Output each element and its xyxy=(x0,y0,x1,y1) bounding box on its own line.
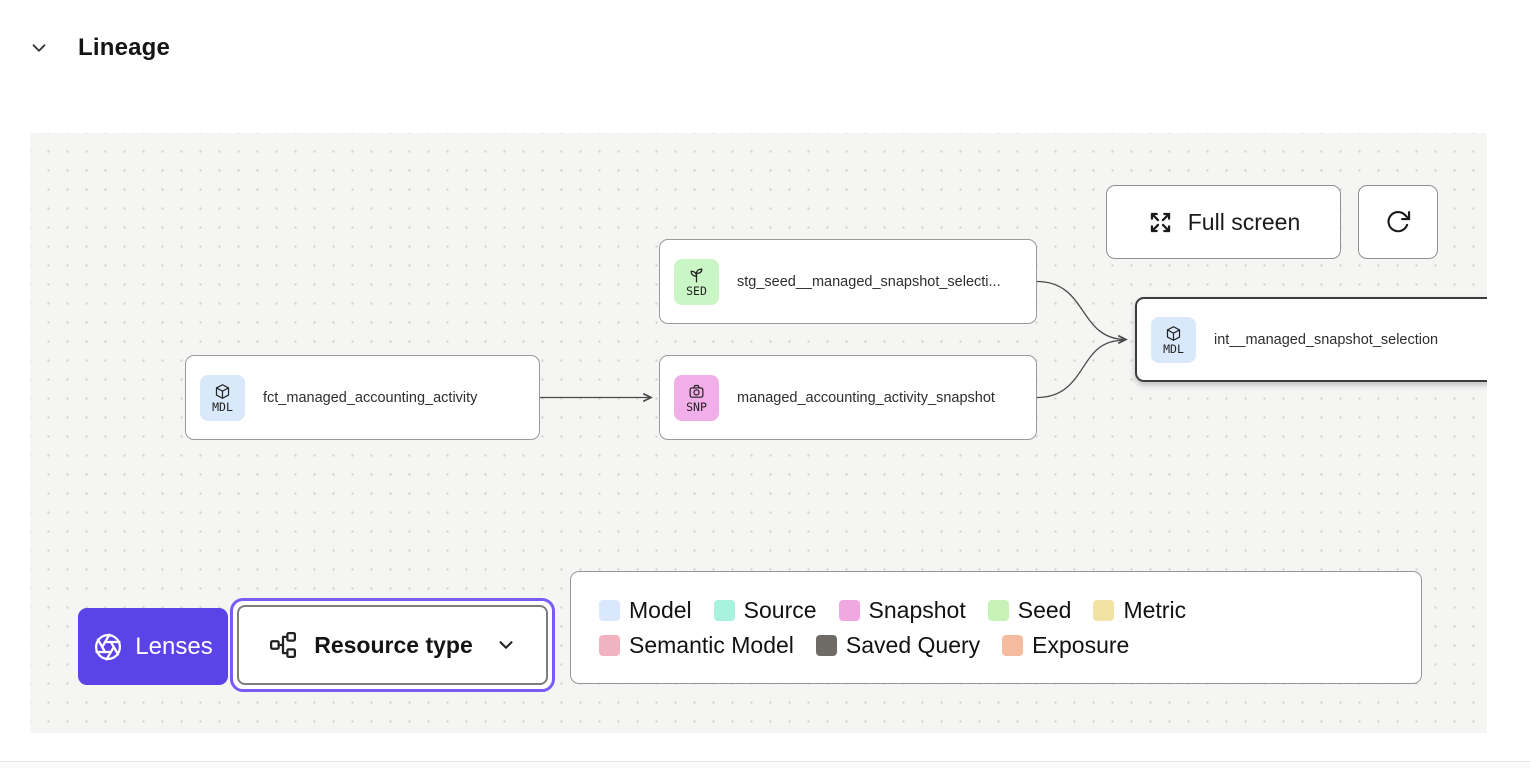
node-label: fct_managed_accounting_activity xyxy=(263,389,478,406)
lineage-canvas[interactable]: Full screen SED stg_seed__managed_snapsh… xyxy=(30,133,1487,733)
legend-swatch xyxy=(1002,634,1024,656)
model-badge: MDL xyxy=(200,374,245,421)
legend-item-source: Source xyxy=(713,596,817,624)
collapse-chevron-icon[interactable] xyxy=(28,37,50,59)
legend-label: Semantic Model xyxy=(629,631,794,658)
seed-icon xyxy=(690,267,703,283)
legend-item-seed: Seed xyxy=(987,596,1072,624)
legend-label: Model xyxy=(629,596,692,623)
model-badge: MDL xyxy=(1151,316,1196,363)
node-fct-managed-accounting-activity[interactable]: MDL fct_managed_accounting_activity xyxy=(185,355,540,440)
page-title: Lineage xyxy=(78,34,171,61)
legend-swatch xyxy=(1093,599,1115,621)
legend-item-semantic-model: Semantic Model xyxy=(599,632,794,659)
badge-label: SED xyxy=(686,283,707,298)
node-stg-seed-managed-snapshot-selection[interactable]: SED stg_seed__managed_snapshot_selecti..… xyxy=(659,239,1037,324)
lenses-label: Lenses xyxy=(135,632,213,660)
refresh-icon xyxy=(1387,211,1411,233)
legend-row-1: Model Source Snapshot Seed Metric xyxy=(599,597,1393,624)
resource-type-icon xyxy=(270,632,297,658)
lenses-button[interactable]: Lenses xyxy=(78,608,228,685)
legend-row-2: Semantic Model Saved Query Exposure xyxy=(599,632,1393,659)
legend-swatch xyxy=(599,599,620,621)
legend-item-saved-query: Saved Query xyxy=(815,631,981,659)
node-managed-accounting-activity-snapshot[interactable]: SNP managed_accounting_activity_snapshot xyxy=(659,355,1037,440)
legend-swatch xyxy=(838,599,860,621)
legend-swatch xyxy=(599,634,620,656)
badge-label: SNP xyxy=(686,399,707,414)
snapshot-camera-icon xyxy=(689,384,704,398)
model-cube-icon xyxy=(1166,325,1181,341)
legend-label: Snapshot xyxy=(868,596,966,623)
legend-label: Metric xyxy=(1123,596,1187,623)
snapshot-badge: SNP xyxy=(674,374,719,421)
seed-badge: SED xyxy=(674,258,719,305)
node-label: stg_seed__managed_snapshot_selecti... xyxy=(737,273,1001,290)
fullscreen-label: Full screen xyxy=(1187,208,1301,235)
legend-item-metric: Metric xyxy=(1093,597,1186,624)
legend-swatch xyxy=(815,634,837,656)
badge-label: MDL xyxy=(212,399,233,414)
model-cube-icon xyxy=(215,383,230,399)
resource-type-label: Resource type xyxy=(314,631,473,658)
badge-label: MDL xyxy=(1163,341,1184,356)
fullscreen-button[interactable]: Full screen xyxy=(1106,185,1341,259)
legend-panel: Model Source Snapshot Seed Metric S xyxy=(570,571,1422,684)
node-label: managed_accounting_activity_snapshot xyxy=(737,389,995,406)
node-int-managed-snapshot-selection[interactable]: MDL int__managed_snapshot_selection xyxy=(1135,297,1487,382)
legend-label: Seed xyxy=(1017,596,1072,623)
lineage-section-header: Lineage xyxy=(28,34,170,62)
legend-label: Saved Query xyxy=(845,631,981,658)
resource-type-dropdown-focus-ring: Resource type xyxy=(230,598,555,692)
chevron-down-icon xyxy=(499,641,513,649)
legend-item-model: Model xyxy=(599,597,692,624)
section-divider xyxy=(0,761,1530,768)
legend-swatch xyxy=(713,599,735,621)
legend-item-snapshot: Snapshot xyxy=(838,596,966,624)
legend-label: Source xyxy=(743,596,817,623)
node-label: int__managed_snapshot_selection xyxy=(1214,331,1439,348)
legend-label: Exposure xyxy=(1032,631,1130,658)
aperture-icon xyxy=(95,632,122,661)
resource-type-dropdown[interactable]: Resource type xyxy=(237,605,548,685)
expand-icon xyxy=(1150,212,1170,232)
legend-swatch xyxy=(987,599,1009,621)
legend-item-exposure: Exposure xyxy=(1002,632,1129,659)
refresh-button[interactable] xyxy=(1358,185,1438,259)
